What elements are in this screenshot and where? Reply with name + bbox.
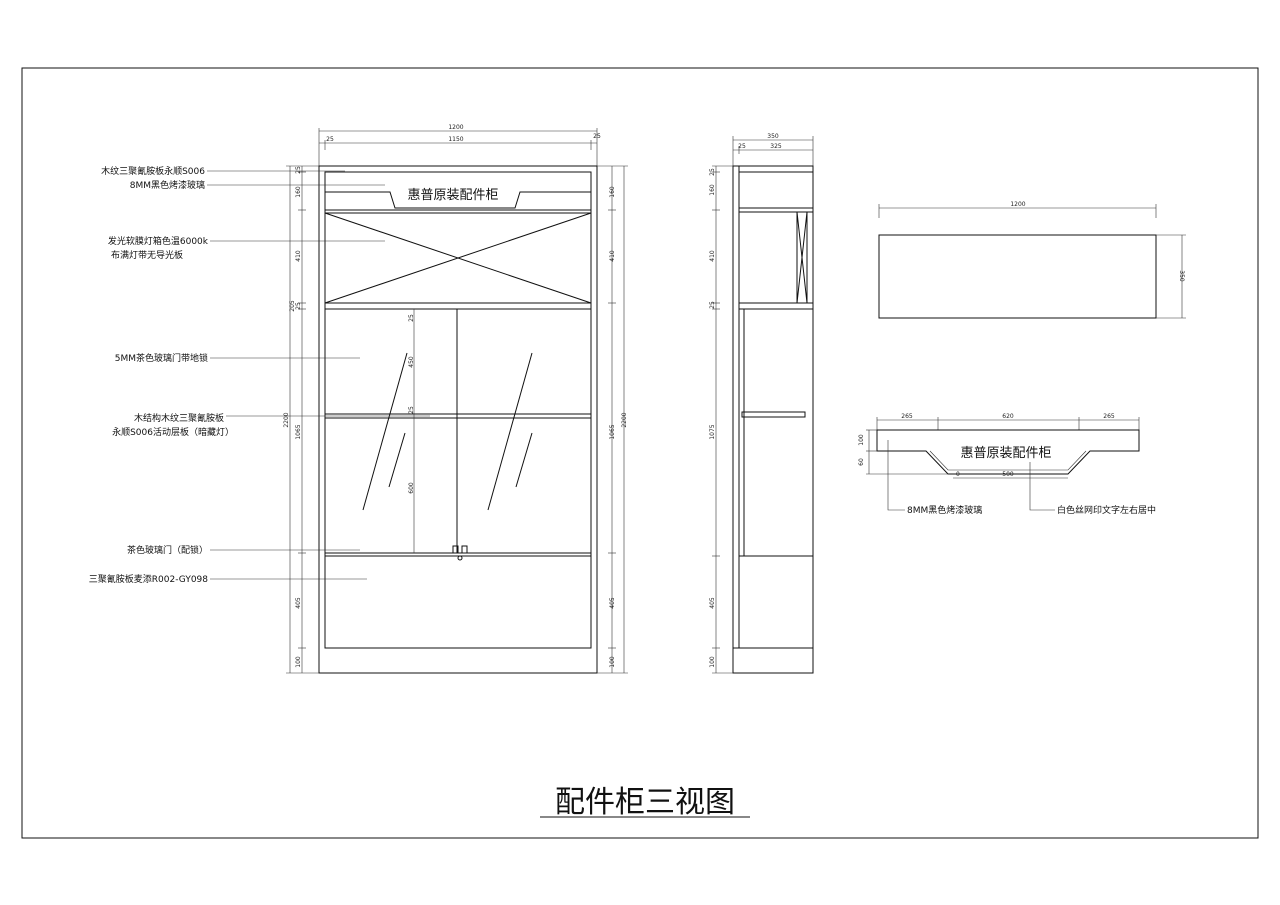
svg-text:25: 25 bbox=[408, 406, 415, 414]
front-view: 1200 25 1150 25 惠普原装配件柜 25 45 bbox=[283, 124, 628, 674]
svg-text:2200: 2200 bbox=[283, 412, 290, 427]
svg-text:1200: 1200 bbox=[1010, 201, 1025, 208]
front-sign-text: 惠普原装配件柜 bbox=[407, 188, 498, 203]
top-view-outline bbox=[878, 234, 1157, 319]
sheet-border bbox=[21, 67, 1259, 839]
svg-text:405: 405 bbox=[709, 597, 716, 609]
svg-text:25: 25 bbox=[408, 314, 415, 322]
door-lock-knob bbox=[457, 555, 463, 561]
svg-text:410: 410 bbox=[295, 250, 302, 262]
side-outer-frame bbox=[732, 165, 814, 674]
front-outer-frame bbox=[318, 165, 598, 674]
door-lock-left bbox=[452, 545, 459, 554]
svg-text:410: 410 bbox=[609, 250, 616, 262]
svg-text:450: 450 bbox=[408, 356, 415, 368]
svg-text:25: 25 bbox=[738, 143, 746, 150]
svg-text:25: 25 bbox=[709, 168, 716, 176]
front-dim-width: 1200 bbox=[448, 124, 463, 131]
svg-text:350: 350 bbox=[767, 133, 779, 140]
side-shelf bbox=[741, 411, 806, 418]
svg-text:1065: 1065 bbox=[295, 424, 302, 439]
door-lock-right bbox=[461, 545, 468, 554]
svg-text:100: 100 bbox=[609, 656, 616, 668]
svg-text:0: 0 bbox=[956, 471, 960, 478]
svg-text:60: 60 bbox=[858, 458, 865, 466]
detail-note-silkscreen: 白色丝网印文字左右居中 bbox=[1057, 504, 1156, 516]
svg-text:2200: 2200 bbox=[621, 412, 628, 427]
svg-text:25: 25 bbox=[295, 302, 302, 310]
svg-text:160: 160 bbox=[609, 186, 616, 198]
lightbox-cross-2 bbox=[324, 212, 592, 304]
svg-text:160: 160 bbox=[709, 184, 716, 196]
note-melamine-board: 三聚氰胺板麦添R002-GY098 bbox=[89, 573, 208, 585]
svg-text:1065: 1065 bbox=[609, 424, 616, 439]
glass-reflection-left-short bbox=[388, 432, 406, 488]
front-dim-right-side: 25 bbox=[593, 133, 601, 140]
svg-text:405: 405 bbox=[609, 597, 616, 609]
svg-text:265: 265 bbox=[1103, 413, 1115, 420]
note-glass-door-floor-lock: 5MM茶色玻璃门带地锁 bbox=[115, 352, 208, 364]
svg-text:325: 325 bbox=[770, 143, 782, 150]
detail-note-black-glass: 8MM黑色烤漆玻璃 bbox=[907, 504, 982, 516]
front-dim-left-side: 25 bbox=[326, 136, 334, 143]
drawing-title: 配件柜三视图 bbox=[555, 785, 735, 820]
svg-text:350: 350 bbox=[1178, 270, 1185, 282]
detail-sign-text: 惠普原装配件柜 bbox=[960, 446, 1051, 461]
note-shelf-1: 木结构木纹三聚氰胺板 bbox=[134, 412, 224, 424]
top-view: 1200 350 bbox=[878, 201, 1186, 319]
svg-text:500: 500 bbox=[1002, 471, 1014, 478]
note-lightbox-1: 发光软膜灯箱色温6000k bbox=[108, 235, 209, 247]
glass-reflection-left-long bbox=[362, 352, 408, 511]
svg-text:265: 265 bbox=[901, 413, 913, 420]
sign-detail-profile bbox=[876, 429, 1140, 475]
front-dim-inner-width: 1150 bbox=[448, 136, 463, 143]
glass-reflection-right-long bbox=[487, 352, 533, 511]
svg-text:405: 405 bbox=[295, 597, 302, 609]
svg-text:620: 620 bbox=[1002, 413, 1014, 420]
svg-text:100: 100 bbox=[295, 656, 302, 668]
note-wood-grain-board: 木纹三聚氰胺板永顺S006 bbox=[101, 165, 205, 177]
svg-text:100: 100 bbox=[709, 656, 716, 668]
note-black-glass: 8MM黑色烤漆玻璃 bbox=[130, 179, 205, 191]
svg-text:25: 25 bbox=[709, 301, 716, 309]
svg-text:100: 100 bbox=[858, 434, 865, 446]
svg-text:1075: 1075 bbox=[709, 424, 716, 439]
note-tea-glass-door: 茶色玻璃门（配锁） bbox=[127, 544, 208, 556]
sign-detail-view: 265 620 265 惠普原装配件柜 100 60 0 500 8MM黑色烤漆… bbox=[858, 413, 1156, 516]
side-view: 350 25 325 160 25 410 25 1075 405 100 bbox=[709, 133, 814, 674]
svg-text:25: 25 bbox=[295, 166, 302, 174]
svg-text:160: 160 bbox=[295, 186, 302, 198]
front-inner-frame bbox=[324, 171, 592, 649]
front-callouts: 木纹三聚氰胺板永顺S006 8MM黑色烤漆玻璃 发光软膜灯箱色温6000k 布满… bbox=[89, 165, 430, 585]
svg-text:410: 410 bbox=[709, 250, 716, 262]
svg-text:600: 600 bbox=[408, 482, 415, 494]
svg-text:205: 205 bbox=[289, 300, 296, 312]
note-lightbox-2: 布满灯带无导光板 bbox=[111, 249, 183, 261]
note-shelf-2: 永顺S006活动层板（暗藏灯） bbox=[112, 426, 234, 438]
glass-reflection-right-short bbox=[515, 432, 533, 488]
